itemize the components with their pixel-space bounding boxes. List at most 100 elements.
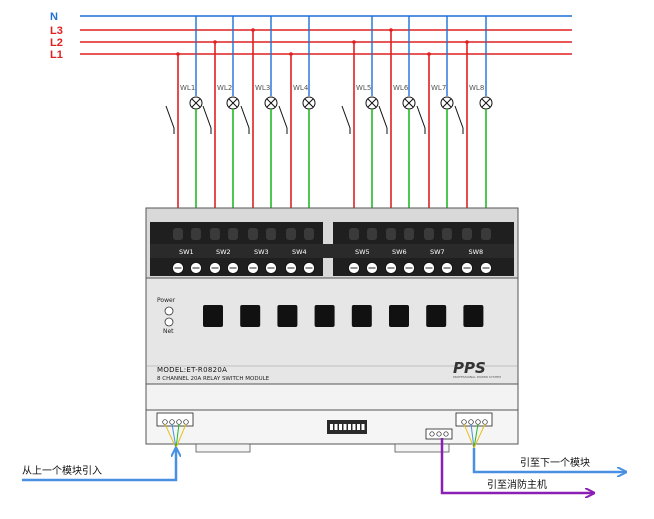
terminal-hole (191, 228, 201, 240)
dip-lever (352, 424, 356, 430)
terminal-hole (228, 228, 238, 240)
switch-contact (240, 105, 250, 129)
channel-1: WL1 (165, 16, 203, 262)
load-label: WL8 (469, 84, 484, 92)
terminal-hole (424, 228, 434, 240)
lamp-cross-b (481, 98, 491, 108)
channel-buttons (203, 305, 484, 327)
phase-junction-dot (465, 40, 469, 44)
din-clip-left (195, 443, 251, 453)
bus-label-l2: L2 (50, 37, 63, 49)
dip-lever (330, 424, 333, 430)
net-led (164, 317, 174, 327)
channel-label: SW2 (216, 248, 231, 256)
lamp-cross-b (228, 98, 238, 108)
terminal-hole (304, 228, 314, 240)
switch-contact (454, 105, 464, 129)
dip-lever (361, 424, 365, 430)
phase-junction-dot (213, 40, 217, 44)
channel-label: SW4 (292, 248, 307, 256)
bus-bars: N L3 L2 L1 (50, 11, 572, 61)
switch-contact (278, 105, 288, 129)
terminal-strip (150, 244, 514, 258)
load-label: WL3 (255, 84, 270, 92)
lamp-cross-b (442, 98, 452, 108)
link-to-fire-host (440, 438, 594, 493)
terminal-hole (462, 228, 472, 240)
brand-subtitle: PROFESSIONAL POWER SYSTEM (453, 375, 501, 379)
channel-button (463, 305, 484, 327)
bus-label-n: N (50, 11, 58, 23)
bus-label-l3: L3 (50, 25, 63, 37)
terminal-hole (404, 228, 414, 240)
terminal-hole (286, 228, 296, 240)
channel-button (389, 305, 409, 327)
switch-contact (378, 105, 388, 129)
channel-button (203, 305, 223, 327)
dip-switch-levers (330, 424, 365, 430)
switch-contact (165, 105, 175, 129)
channel-label: SW8 (469, 248, 484, 256)
terminal-hole (248, 228, 258, 240)
channel-button (351, 305, 372, 327)
bus-label-l1: L1 (50, 49, 63, 61)
net-label: Net (163, 328, 174, 335)
lamp-cross-b (266, 98, 276, 108)
channel-label: SW6 (392, 248, 407, 256)
module-face (145, 277, 519, 385)
load-label: WL2 (217, 84, 232, 92)
terminal-hole (367, 228, 377, 240)
terminal-hole (266, 228, 276, 240)
terminal-hole (349, 228, 359, 240)
channel-label: SW7 (430, 248, 445, 256)
channel-button (314, 305, 335, 327)
phase-junction-dot (389, 28, 393, 32)
switch-contact (416, 105, 426, 129)
channel-label: SW5 (355, 248, 370, 256)
load-label: WL5 (356, 84, 371, 92)
link-from-previous (22, 448, 176, 482)
terminal-hole (442, 228, 452, 240)
terminal-hole (481, 228, 491, 240)
brand-logo: PPS (453, 359, 486, 377)
left-bus-connector-screws (162, 419, 189, 425)
lamp-cross-b (404, 98, 414, 108)
dip-lever (334, 424, 338, 430)
fire-connector-screws (429, 431, 449, 437)
load-label: WL7 (431, 84, 446, 92)
channel-button (240, 305, 261, 327)
model-label: MODEL:ET-R0820A (157, 366, 227, 374)
terminal-hole (386, 228, 396, 240)
description-label: 8 CHANNEL 20A RELAY SWITCH MODULE (157, 376, 270, 382)
dip-switch (327, 420, 367, 434)
phase-junction-dot (427, 52, 431, 56)
label-to-fire-host: 引至消防主机 (487, 478, 547, 491)
switch-contact (341, 105, 351, 129)
terminal-hole (173, 228, 183, 240)
bus-cable-wires (164, 423, 486, 449)
phase-junction-dot (289, 52, 293, 56)
din-clip-right (394, 443, 450, 453)
dip-lever (357, 424, 360, 430)
phase-junction-dot (251, 28, 255, 32)
dip-lever (339, 424, 342, 430)
lamp-cross-b (304, 98, 314, 108)
label-to-next: 引至下一个模块 (520, 457, 590, 469)
load-label: WL1 (180, 84, 195, 92)
channel-label: SW3 (254, 248, 269, 256)
lamp-cross-b (367, 98, 377, 108)
power-led (164, 306, 174, 316)
module-base (145, 383, 519, 411)
power-label: Power (157, 297, 176, 304)
switch-contact (202, 105, 212, 129)
link-to-next (472, 448, 626, 472)
phase-junction-dot (352, 40, 356, 44)
channel-button (277, 305, 298, 327)
terminal-hole (210, 228, 220, 240)
load-label: WL4 (293, 84, 309, 92)
phase-junction-dot (176, 52, 180, 56)
channel-button (426, 305, 447, 327)
load-label: WL6 (393, 84, 409, 92)
